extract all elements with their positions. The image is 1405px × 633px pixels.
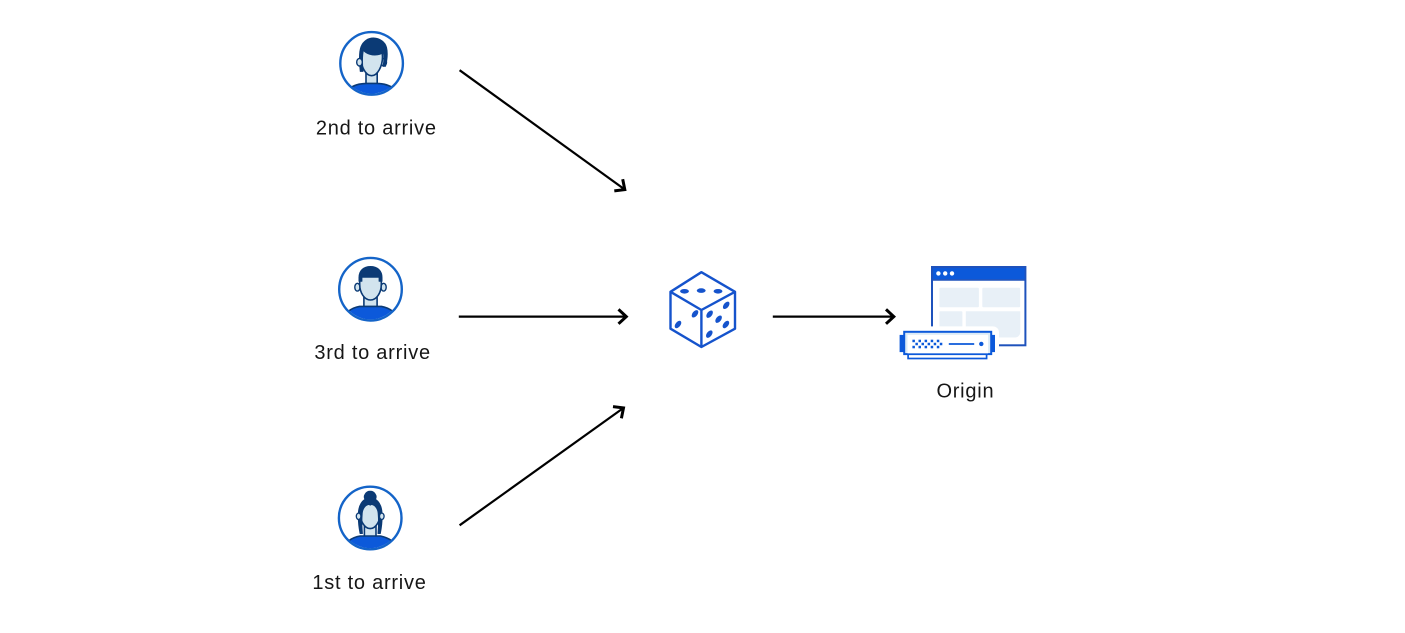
svg-text:Origin: Origin [936, 380, 994, 402]
svg-text:2nd to arrive: 2nd to arrive [316, 117, 437, 139]
svg-text:1st to arrive: 1st to arrive [312, 572, 426, 594]
svg-text:3rd to arrive: 3rd to arrive [314, 342, 430, 364]
